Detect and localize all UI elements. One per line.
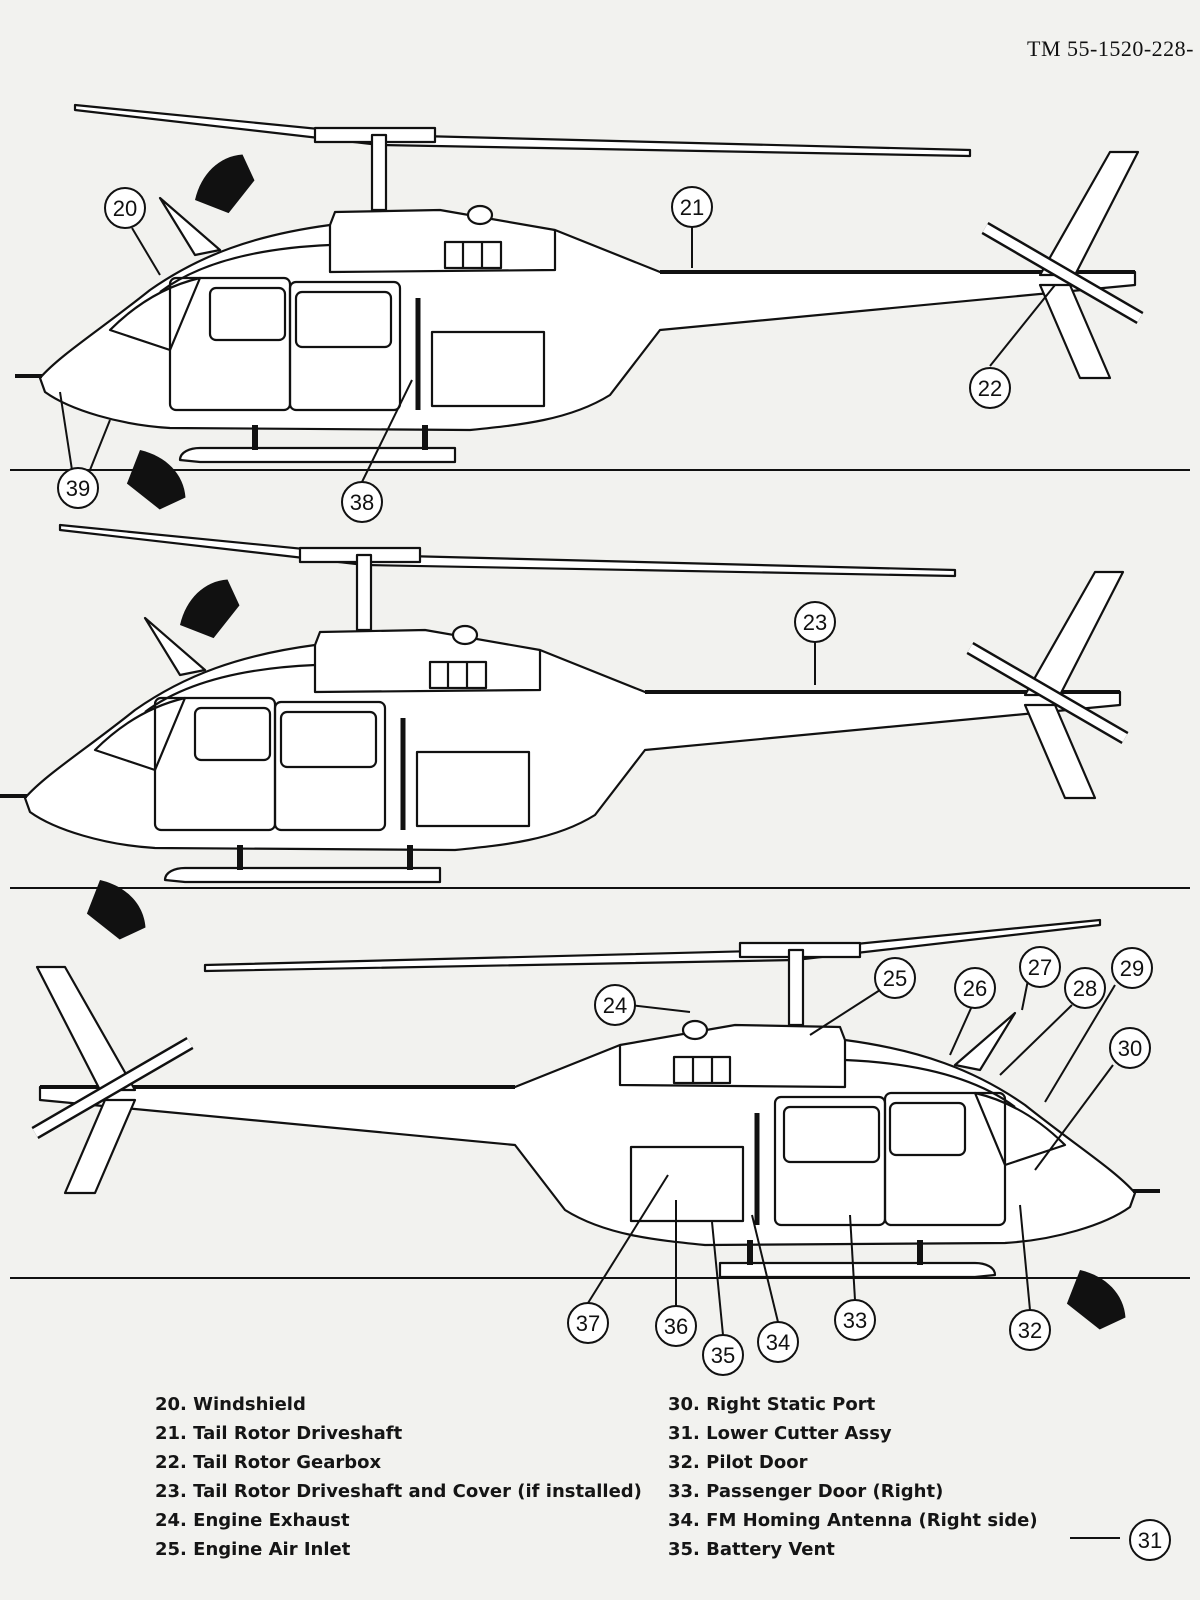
callout-24: 24 bbox=[603, 993, 627, 1018]
callout-21: 21 bbox=[680, 195, 704, 220]
legend-left-column: 20. Windshield 21. Tail Rotor Driveshaft… bbox=[155, 1390, 642, 1564]
callout-37: 37 bbox=[576, 1311, 600, 1336]
legend-item: 34. FM Homing Antenna (Right side) bbox=[668, 1510, 1038, 1531]
legend-item: 21. Tail Rotor Driveshaft bbox=[155, 1423, 403, 1444]
document-reference: TM 55-1520-228- bbox=[1027, 36, 1194, 61]
callout-39: 39 bbox=[66, 476, 90, 501]
callout-32: 32 bbox=[1018, 1318, 1042, 1343]
callout-38: 38 bbox=[350, 490, 374, 515]
callout-30: 30 bbox=[1118, 1036, 1142, 1061]
legend-item: 33. Passenger Door (Right) bbox=[668, 1481, 944, 1502]
callout-26: 26 bbox=[963, 976, 987, 1001]
legend-item: 35. Battery Vent bbox=[668, 1539, 835, 1560]
callout-28: 28 bbox=[1073, 976, 1097, 1001]
helicopter-right-view-bottom bbox=[35, 920, 1160, 1277]
helicopter-left-view-top bbox=[15, 105, 1140, 462]
legend-item: 30. Right Static Port bbox=[668, 1394, 876, 1415]
pointing-hand-icon bbox=[185, 148, 266, 225]
callout-20: 20 bbox=[113, 196, 137, 221]
callout-34: 34 bbox=[766, 1330, 790, 1355]
pointing-hand-icon bbox=[1055, 1260, 1132, 1341]
callout-33: 33 bbox=[843, 1308, 867, 1333]
legend-item: 31. Lower Cutter Assy bbox=[668, 1423, 892, 1444]
callout-35: 35 bbox=[711, 1343, 735, 1368]
callout-29: 29 bbox=[1120, 956, 1144, 981]
helicopter-left-view-middle bbox=[0, 525, 1125, 882]
legend-item: 25. Engine Air Inlet bbox=[155, 1539, 351, 1560]
pointing-hand-icon bbox=[75, 870, 152, 951]
callout-23: 23 bbox=[803, 610, 827, 635]
pointing-hand-icon bbox=[115, 440, 192, 521]
legend-item: 24. Engine Exhaust bbox=[155, 1510, 350, 1531]
legend-right-column: 30. Right Static Port 31. Lower Cutter A… bbox=[668, 1390, 1038, 1564]
legend-item: 22. Tail Rotor Gearbox bbox=[155, 1452, 382, 1473]
legend-item: 32. Pilot Door bbox=[668, 1452, 808, 1473]
pointing-hand-icon bbox=[170, 573, 251, 650]
callout-31: 31 bbox=[1138, 1528, 1162, 1553]
legend-item: 23. Tail Rotor Driveshaft and Cover (if … bbox=[155, 1481, 642, 1502]
callout-27: 27 bbox=[1028, 955, 1052, 980]
callout-22: 22 bbox=[978, 376, 1002, 401]
legend-item: 20. Windshield bbox=[155, 1394, 306, 1415]
callout-25: 25 bbox=[883, 966, 907, 991]
callout-36: 36 bbox=[664, 1314, 688, 1339]
